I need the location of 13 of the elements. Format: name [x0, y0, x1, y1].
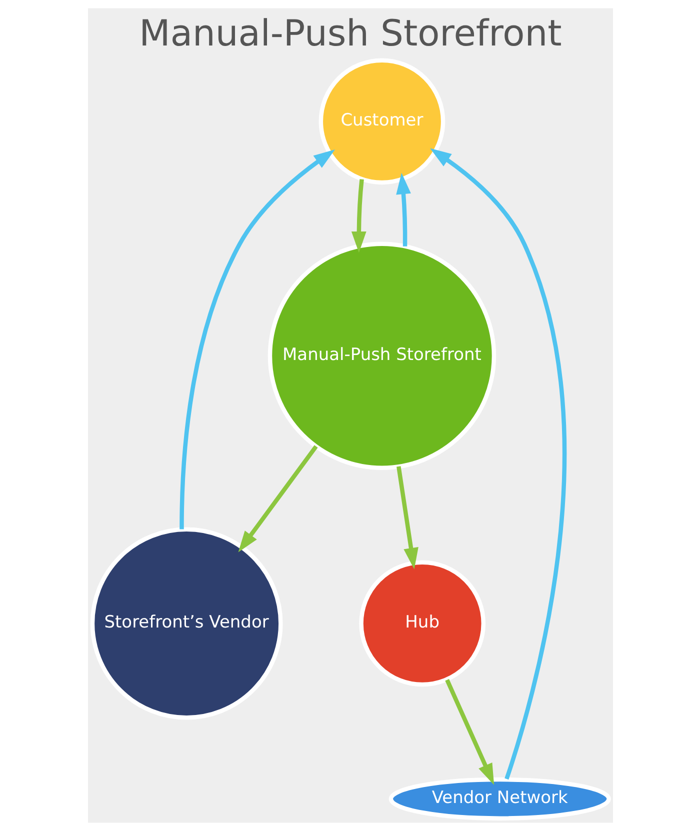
- node-circle: Manual-Push Storefront: [267, 242, 496, 470]
- arrow: [238, 445, 318, 552]
- arrow: [444, 679, 494, 785]
- node-circle: Storefront’s Vendor: [90, 527, 282, 720]
- arrow: [396, 172, 410, 246]
- node-ellipse: Vendor Network: [388, 777, 610, 820]
- node-circle: Hub: [358, 560, 486, 687]
- diagram-title: Manual-Push Storefront: [138, 12, 562, 55]
- node-circle: Customer: [318, 58, 445, 185]
- arrow: [179, 150, 334, 530]
- arrow: [350, 179, 366, 253]
- arrow: [430, 148, 566, 780]
- arrow: [396, 466, 418, 570]
